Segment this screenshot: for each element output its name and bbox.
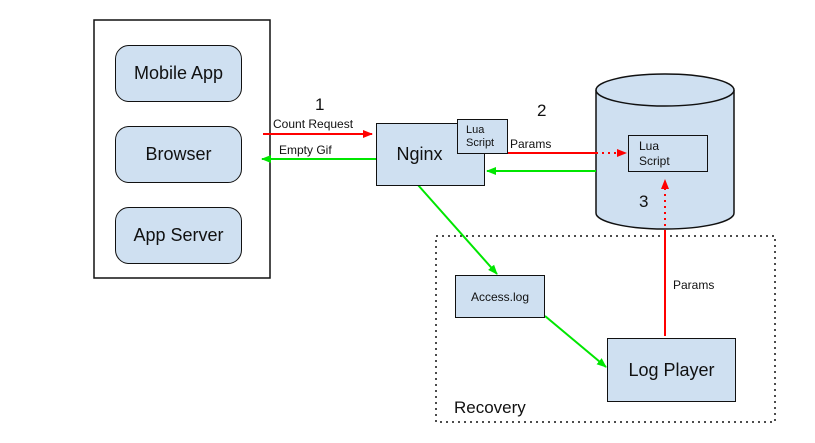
access-log-label: Access.log [470,289,530,304]
empty-gif-label: Empty Gif [279,143,332,157]
accesslog-to-logplayer-arrow [544,315,607,368]
mobile-app-box: Mobile App [115,45,242,102]
app-server-label: App Server [133,225,224,245]
app-server-box: App Server [115,207,242,264]
mobile-app-label: Mobile App [133,63,224,83]
step-3-label: 3 [639,192,649,211]
recovery-title: Recovery [454,398,526,417]
params-top-label: Params [510,137,552,151]
recovery-region [435,235,776,423]
log-player-label: Log Player [628,359,715,380]
nginx-lua-label-line1: Lua [466,123,485,136]
nginx-to-accesslog-arrow [417,184,498,275]
db-lua-label-line1: Lua [639,138,660,153]
db-lua-script-box: Lua Script [628,135,708,172]
step-2-label: 2 [537,101,547,120]
browser-label: Browser [145,144,212,164]
db-lua-label-line2: Script [639,153,670,168]
log-player-box: Log Player [607,338,736,402]
nginx-box: Nginx [376,123,485,186]
count-request-label: Count Request [273,117,354,131]
nginx-lua-script-box: Lua Script [457,119,508,154]
step-1-label: 1 [315,95,325,114]
nginx-label: Nginx [396,144,443,164]
browser-box: Browser [115,126,242,183]
access-log-box: Access.log [455,275,545,318]
nginx-lua-label-line2: Script [466,136,495,149]
params-bottom-label: Params [673,278,715,292]
